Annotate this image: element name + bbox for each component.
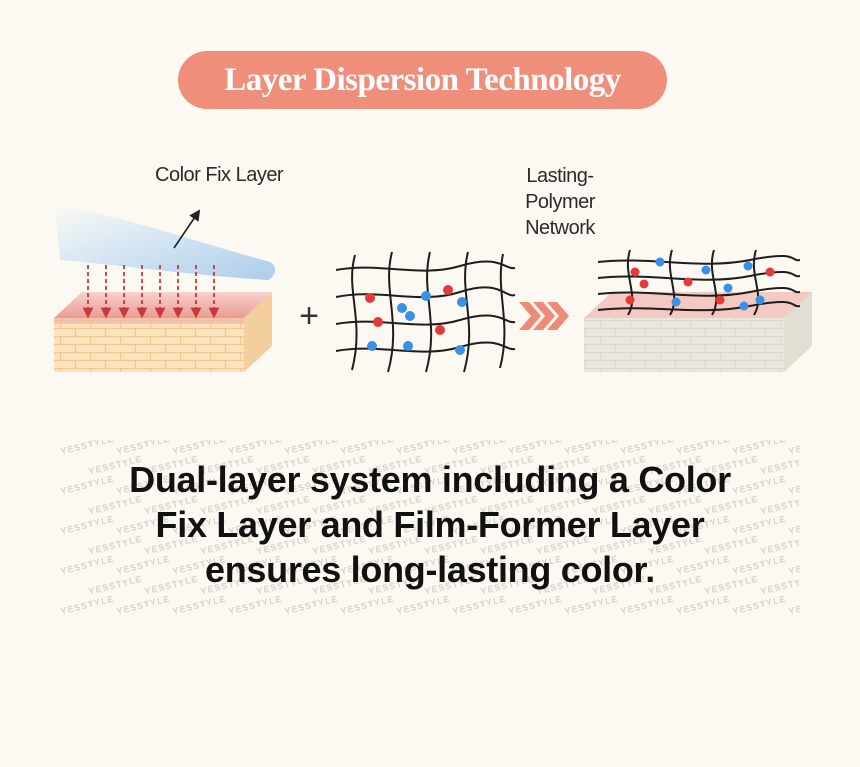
diagram: + <box>54 205 812 373</box>
title-badge: Layer Dispersion Technology <box>178 51 667 109</box>
watermark-text: YESSTYLE <box>451 593 508 617</box>
caption-line-1: Dual-layer system including a Color <box>129 459 731 500</box>
polymer-dots <box>365 285 467 355</box>
watermark-text: YESSTYLE <box>283 593 340 617</box>
watermark-text: YESSTYLE <box>731 440 788 457</box>
watermark-text: YESSTYLE <box>339 593 396 617</box>
watermark-text: YESSTYLE <box>619 593 676 617</box>
watermark-text: YESSTYLE <box>563 593 620 617</box>
watermark-text: YESSTYLE <box>171 440 228 457</box>
watermark-text: YESSTYLE <box>60 440 116 457</box>
watermark-text: YESSTYLE <box>283 440 340 457</box>
watermark-text: YESSTYLE <box>619 440 676 457</box>
watermark-text: YESSTYLE <box>339 440 396 457</box>
watermark-text: YESSTYLE <box>171 593 228 617</box>
polymer-network <box>335 251 516 373</box>
watermark-text: YESSTYLE <box>787 473 800 497</box>
watermark-text: YESSTYLE <box>787 553 800 577</box>
color-fix-layer-label: Color Fix Layer <box>155 164 284 186</box>
watermark-text: YESSTYLE <box>675 593 732 617</box>
skin-block-right <box>584 292 812 372</box>
watermark-text: YESSTYLE <box>451 440 508 457</box>
watermark-text: YESSTYLE <box>787 593 800 617</box>
watermark-text: YESSTYLE <box>60 593 116 617</box>
watermark-text: YESSTYLE <box>395 593 452 617</box>
lasting-polymer-label: Lasting- Polymer Network <box>525 165 595 239</box>
watermark-text: YESSTYLE <box>115 593 172 617</box>
polymer-network-right <box>597 249 801 316</box>
caption: Dual-layer system including a Color Fix … <box>80 457 780 592</box>
watermark-text: YESSTYLE <box>787 440 800 457</box>
watermark-text: YESSTYLE <box>507 593 564 617</box>
watermark-text: YESSTYLE <box>395 440 452 457</box>
skin-block-left <box>54 292 272 372</box>
watermark-text: YESSTYLE <box>115 440 172 457</box>
watermark-text: YESSTYLE <box>507 440 564 457</box>
watermark-text: YESSTYLE <box>731 593 788 617</box>
pointer-arrow <box>173 209 201 249</box>
caption-line-3: ensures long-lasting color. <box>205 549 655 590</box>
watermark-text: YESSTYLE <box>675 440 732 457</box>
plus-sign: + <box>299 297 319 335</box>
polymer-dots-right <box>625 257 775 311</box>
title-text: Layer Dispersion Technology <box>224 61 621 98</box>
watermark-text: YESSTYLE <box>227 440 284 457</box>
watermark-text: YESSTYLE <box>787 513 800 537</box>
caption-line-2: Fix Layer and Film-Former Layer <box>155 504 705 545</box>
color-fix-film <box>55 205 276 280</box>
watermark-text: YESSTYLE <box>227 593 284 617</box>
penetration-arrows <box>82 265 220 319</box>
chevron-arrows-icon <box>519 302 569 330</box>
watermark-text: YESSTYLE <box>563 440 620 457</box>
